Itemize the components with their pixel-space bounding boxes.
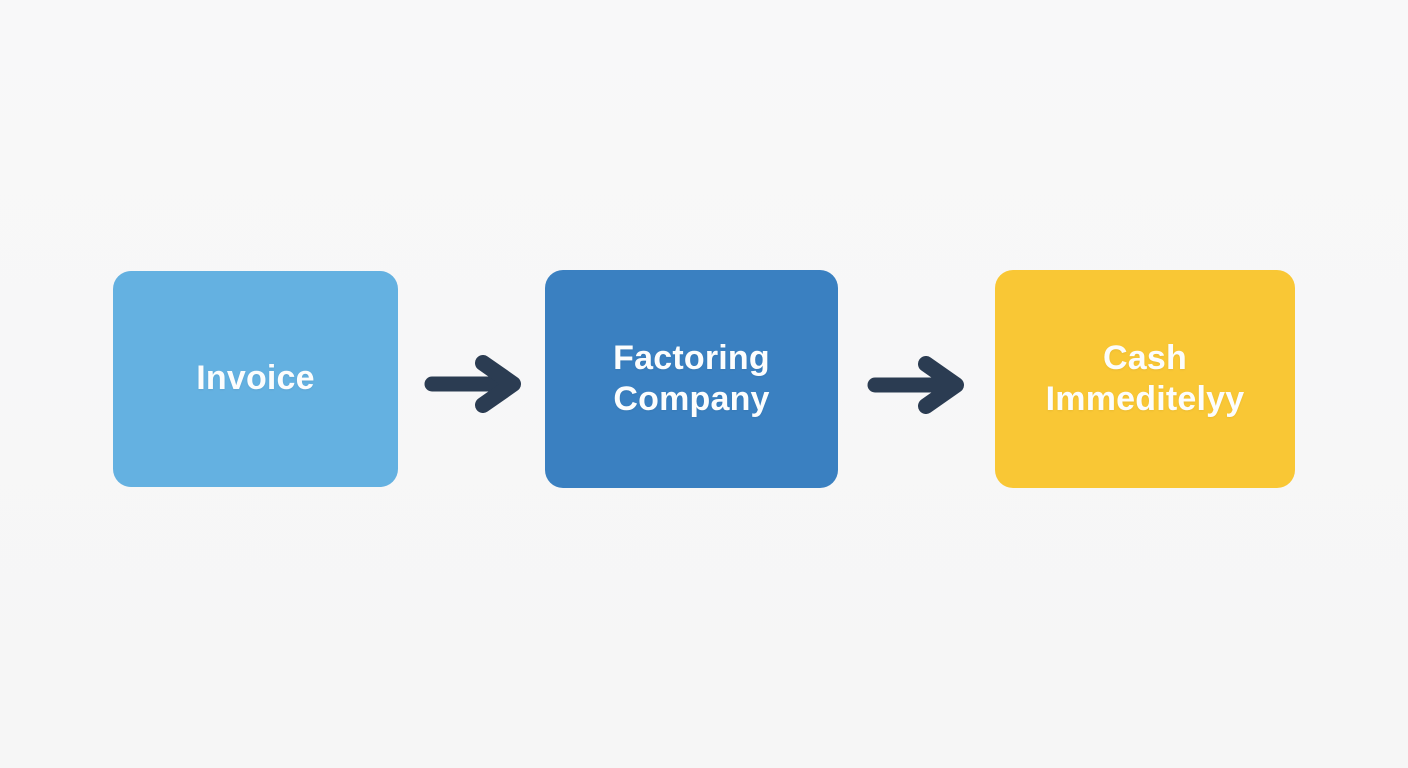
- node-cash-immediately: Cash Immeditelyy: [995, 270, 1295, 488]
- node-invoice: Invoice: [113, 271, 398, 487]
- node-invoice-label: Invoice: [196, 359, 315, 398]
- arrow-right-icon: [866, 356, 970, 414]
- arrow-right-icon: [423, 355, 527, 413]
- node-cash-immediately-label: Cash Immeditelyy: [1045, 338, 1245, 418]
- node-factoring-company: Factoring Company: [545, 270, 838, 488]
- node-factoring-company-label: Factoring Company: [613, 338, 770, 418]
